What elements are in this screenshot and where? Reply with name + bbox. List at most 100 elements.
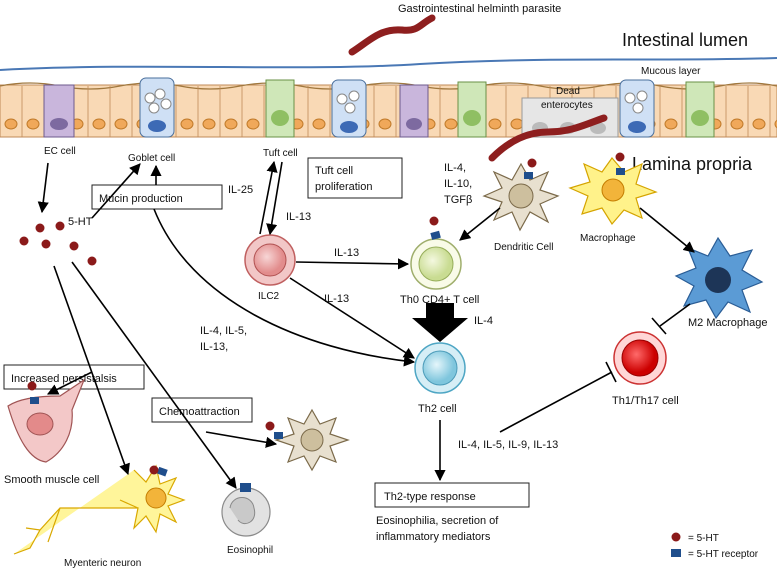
parasite-label: Gastrointestinal helminth parasite	[398, 3, 561, 15]
enterocyte-nucleus	[246, 118, 260, 130]
svg-text:Chemoattraction: Chemoattraction	[159, 406, 240, 418]
inhibit-th2-th1-bar	[605, 361, 617, 383]
th1-th17-cell	[613, 331, 667, 385]
serotonin-smooth	[27, 381, 37, 391]
th2-response-box: Th2-type response	[374, 482, 530, 508]
th2-cytokines: IL-4, IL-5, IL-9, IL-13	[458, 439, 558, 451]
ilc2-label: ILC2	[258, 291, 280, 302]
il4-label: IL-4	[474, 315, 493, 327]
m2-label: M2 Macrophage	[688, 317, 768, 329]
serotonin-cluster	[19, 221, 97, 266]
serotonin-attracted	[265, 421, 275, 431]
mucous-layer-label: Mucous layer	[641, 66, 701, 77]
enterocyte-nucleus	[26, 118, 40, 130]
il13-label-th0: IL-13	[334, 247, 359, 259]
serotonin-dc	[527, 158, 537, 168]
legend-receptor-label: = 5-HT receptor	[688, 549, 759, 560]
enterocyte-nucleus	[378, 118, 392, 130]
dc-cytokines: IL-4,IL-10,TGFβ	[444, 162, 472, 206]
il13-label-tuft: IL-13	[286, 211, 311, 223]
arrow-dc-to-th0	[459, 207, 501, 241]
tuft-cell-epithelium-2	[457, 81, 487, 138]
serotonin-macrophage	[615, 152, 625, 162]
serotonin-th0	[429, 216, 439, 226]
th0-cell	[410, 230, 462, 290]
ec-cell-label: EC cell	[44, 146, 76, 157]
svg-text:Mucin production: Mucin production	[99, 193, 183, 205]
smooth-muscle-cell	[7, 378, 86, 463]
serotonin-neuron	[149, 465, 159, 475]
neuron-label: Myenteric neuron	[64, 558, 141, 569]
arrow-ilc2-to-th2	[289, 277, 415, 359]
enterocyte-nucleus	[664, 118, 678, 130]
enterocyte-nucleus	[92, 118, 106, 130]
lamina-propria-label: Lamina propria	[632, 154, 753, 174]
legend-serotonin-dot	[671, 532, 681, 542]
arrow-tuft-to-ilc2	[266, 161, 283, 236]
enterocyte-nucleus	[202, 118, 216, 130]
macrophage-label: Macrophage	[580, 233, 636, 244]
arrow-5ht-to-eosinophil	[71, 261, 237, 489]
tuft-cell-label: Tuft cell	[263, 148, 298, 159]
ilc2-cytokines: IL-4, IL-5,IL-13,	[200, 325, 247, 353]
enterocyte-nucleus	[752, 118, 766, 130]
chemoattraction-box: Chemoattraction	[151, 397, 253, 423]
arrow-th0-to-th2	[412, 303, 468, 342]
attracted-cell	[274, 408, 350, 472]
enterocyte-nucleus	[114, 118, 128, 130]
enterocyte-nucleus	[488, 118, 502, 130]
legend-receptor-square	[671, 549, 681, 557]
svg-text:Th2-type response: Th2-type response	[384, 491, 476, 503]
myenteric-neuron	[13, 464, 186, 555]
lumen-label: Intestinal lumen	[622, 30, 748, 50]
tuft-cell-epithelium-3	[685, 81, 715, 138]
legend: = 5-HT = 5-HT receptor	[671, 532, 759, 560]
arrow-macrophage-to-m2	[639, 207, 695, 253]
enterocyte-nucleus	[444, 118, 458, 130]
enterocyte-nucleus	[4, 118, 18, 130]
th1-label: Th1/Th17 cell	[612, 395, 679, 407]
enterocyte-nucleus	[312, 118, 326, 130]
invading-parasite	[488, 114, 608, 162]
ilc2-cell	[244, 234, 296, 286]
il13-label-th2: IL-13	[324, 293, 349, 305]
arrow-peristalsis-to-smooth	[46, 371, 93, 395]
arrow-ilc2-to-th0	[295, 258, 410, 270]
enterocyte-nucleus	[224, 118, 238, 130]
inhibit-m2-th1-bar	[651, 317, 667, 335]
arrow-chemo-to-attracted	[205, 431, 278, 448]
enterocyte-nucleus	[180, 118, 194, 130]
arrow-ilc2-to-tuft	[259, 160, 278, 235]
svg-text:Increased persistalsis: Increased persistalsis	[11, 373, 117, 385]
arrow-ec-to-5ht	[37, 162, 49, 214]
epithelium	[0, 82, 777, 138]
legend-serotonin-label: = 5-HT	[688, 533, 719, 544]
th2-cell	[414, 342, 466, 394]
dendritic-label: Dendritic Cell	[494, 242, 553, 253]
th2-label: Th2 cell	[418, 403, 457, 415]
lumen-boundary	[0, 57, 777, 71]
tuft-cell-epithelium	[265, 79, 295, 138]
mucin-production-box: Mucin production	[91, 184, 223, 210]
dendritic-cell	[482, 162, 560, 232]
inhibit-th2-th1	[499, 371, 613, 433]
macrophage-cell	[568, 157, 658, 226]
arrow-5ht-to-goblet	[91, 163, 141, 219]
smooth-muscle-label: Smooth muscle cell	[4, 474, 99, 486]
eosinophil-label: Eosinophil	[227, 545, 273, 556]
th0-label: Th0 CD4+ T cell	[400, 294, 479, 306]
peristalsis-box: Increased persistalsis	[3, 364, 145, 390]
serotonin-label: 5-HT	[68, 216, 93, 228]
m2-macrophage-cell	[674, 236, 764, 320]
enterocyte-nucleus	[730, 118, 744, 130]
inhibit-m2-th1	[659, 303, 691, 327]
eosinophil-cell	[221, 483, 271, 537]
arrow-5ht-to-neuron	[53, 265, 130, 476]
enterocyte-nucleus	[510, 118, 524, 130]
